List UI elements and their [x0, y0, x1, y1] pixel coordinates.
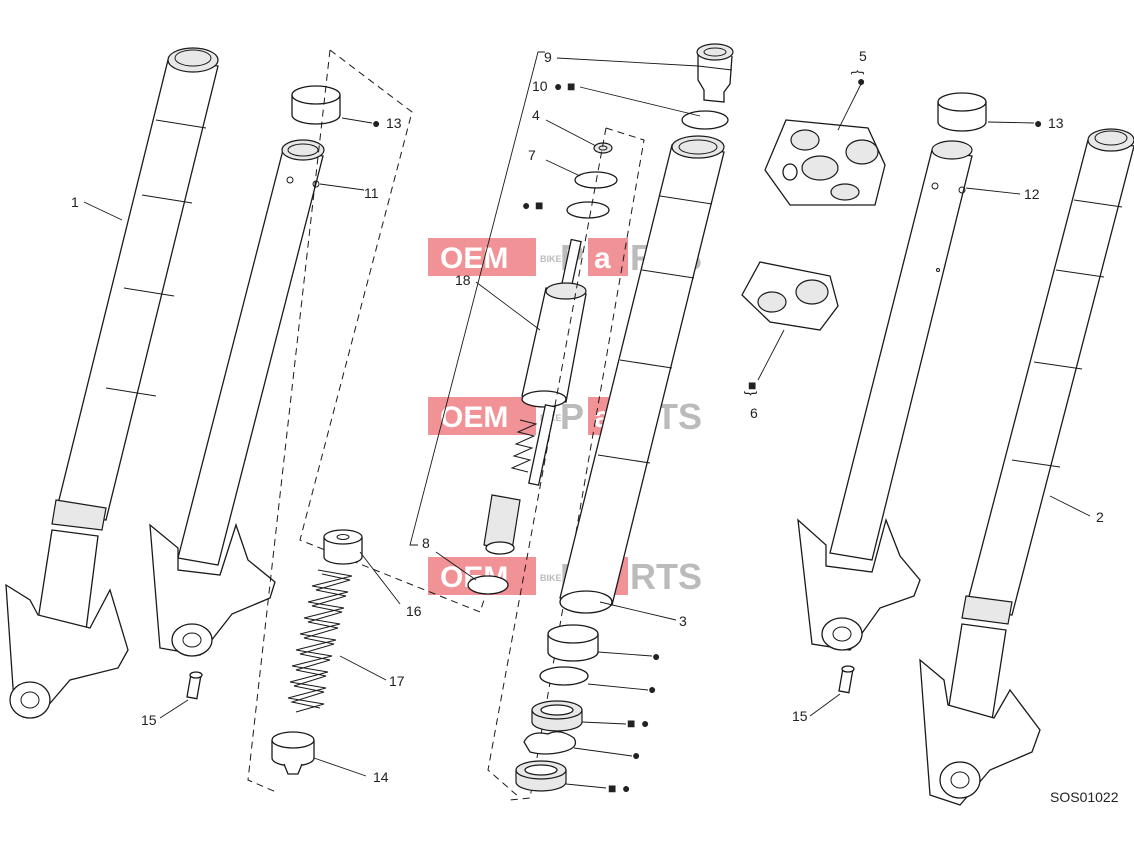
label-part-15-right: 15 [792, 708, 808, 724]
dot-dust: ● [622, 780, 630, 796]
seal-center [531, 700, 583, 732]
label-part-12: 12 [1024, 186, 1040, 202]
svg-text:a: a [594, 242, 611, 275]
square-ring: ■ [535, 197, 543, 213]
diagram-code: SOS01022 [1050, 789, 1119, 805]
fork-leg-right [919, 128, 1134, 806]
label-part-13-right: 13 [1048, 115, 1064, 131]
label-part-10: 10 [532, 78, 548, 94]
svg-text:BIKE: BIKE [540, 573, 562, 583]
spacer-16 [323, 529, 363, 565]
square-seal: ■ [627, 715, 635, 731]
label-part-7: 7 [528, 147, 536, 163]
o-ring-8 [467, 575, 509, 595]
svg-text:RTS: RTS [630, 556, 702, 597]
label-part-13-left: 13 [386, 115, 402, 131]
bolt-15-right [838, 665, 855, 694]
dust-seal-center [515, 760, 567, 792]
dot-ring: ● [522, 197, 530, 213]
inner-tube-12 [797, 140, 973, 651]
top-cap-9 [696, 43, 734, 103]
label-part-11: 11 [364, 185, 379, 201]
dot-bushing: ● [652, 648, 660, 664]
label-part-2: 2 [1096, 509, 1104, 525]
label-part-3: 3 [679, 613, 687, 629]
bolt-15-left [186, 671, 203, 700]
watermark-oem: OEM [440, 242, 508, 275]
dot-13-left: ● [372, 115, 380, 131]
dot-seal: ● [641, 715, 649, 731]
svg-text:OEM: OEM [440, 401, 508, 434]
label-part-18: 18 [455, 272, 471, 288]
dot-13-right: ● [1034, 115, 1042, 131]
clip-center [523, 731, 577, 755]
o-ring-10 [681, 110, 729, 130]
label-part-4: 4 [532, 107, 540, 123]
spring-17 [287, 569, 353, 713]
symbol-markers: ● ■ ● ● ● ■ { ● ■ } ● ● ■ ● ● ■ ● [372, 70, 1042, 796]
svg-text:BIKE: BIKE [540, 254, 562, 264]
dot-washer: ● [648, 681, 656, 697]
valve-kit-5 [764, 119, 886, 206]
label-part-6: 6 [750, 405, 758, 421]
label-part-16: 16 [406, 603, 422, 619]
label-part-15-left: 15 [141, 712, 157, 728]
label-part-14: 14 [373, 769, 389, 785]
label-part-9: 9 [544, 49, 552, 65]
dot-clip: ● [632, 747, 640, 763]
fork-leg-left [5, 47, 219, 719]
frame-center [509, 127, 645, 801]
nut-4 [593, 142, 613, 154]
frame-left [299, 49, 485, 613]
valve-kit-6 [741, 261, 839, 331]
callout-labels: 1 2 3 4 5 6 7 8 9 10 11 12 13 13 14 15 1… [71, 48, 1119, 805]
bushing-center [547, 624, 599, 662]
bushing-13-left [291, 85, 341, 125]
square-dust: ■ [608, 780, 616, 796]
outer-tube-3 [559, 135, 725, 614]
inner-tube-11 [149, 139, 325, 657]
label-part-5: 5 [859, 48, 867, 64]
bushing-13-right [937, 92, 987, 132]
cap-14 [271, 731, 315, 775]
ring-unnumbered [566, 201, 610, 219]
cartridge-18 [483, 238, 587, 555]
dot-5: ● [857, 73, 865, 89]
label-part-8: 8 [422, 535, 430, 551]
label-part-1: 1 [71, 194, 79, 210]
brace-6: } [744, 391, 760, 396]
label-part-17: 17 [389, 673, 405, 689]
bracket-18 [409, 51, 545, 546]
square-10: ■ [567, 78, 575, 94]
washer-center [539, 666, 589, 686]
dot-10: ● [554, 78, 562, 94]
square-6: ■ [748, 377, 756, 393]
brace-5: { [851, 70, 867, 75]
leader-lines [83, 57, 1091, 789]
